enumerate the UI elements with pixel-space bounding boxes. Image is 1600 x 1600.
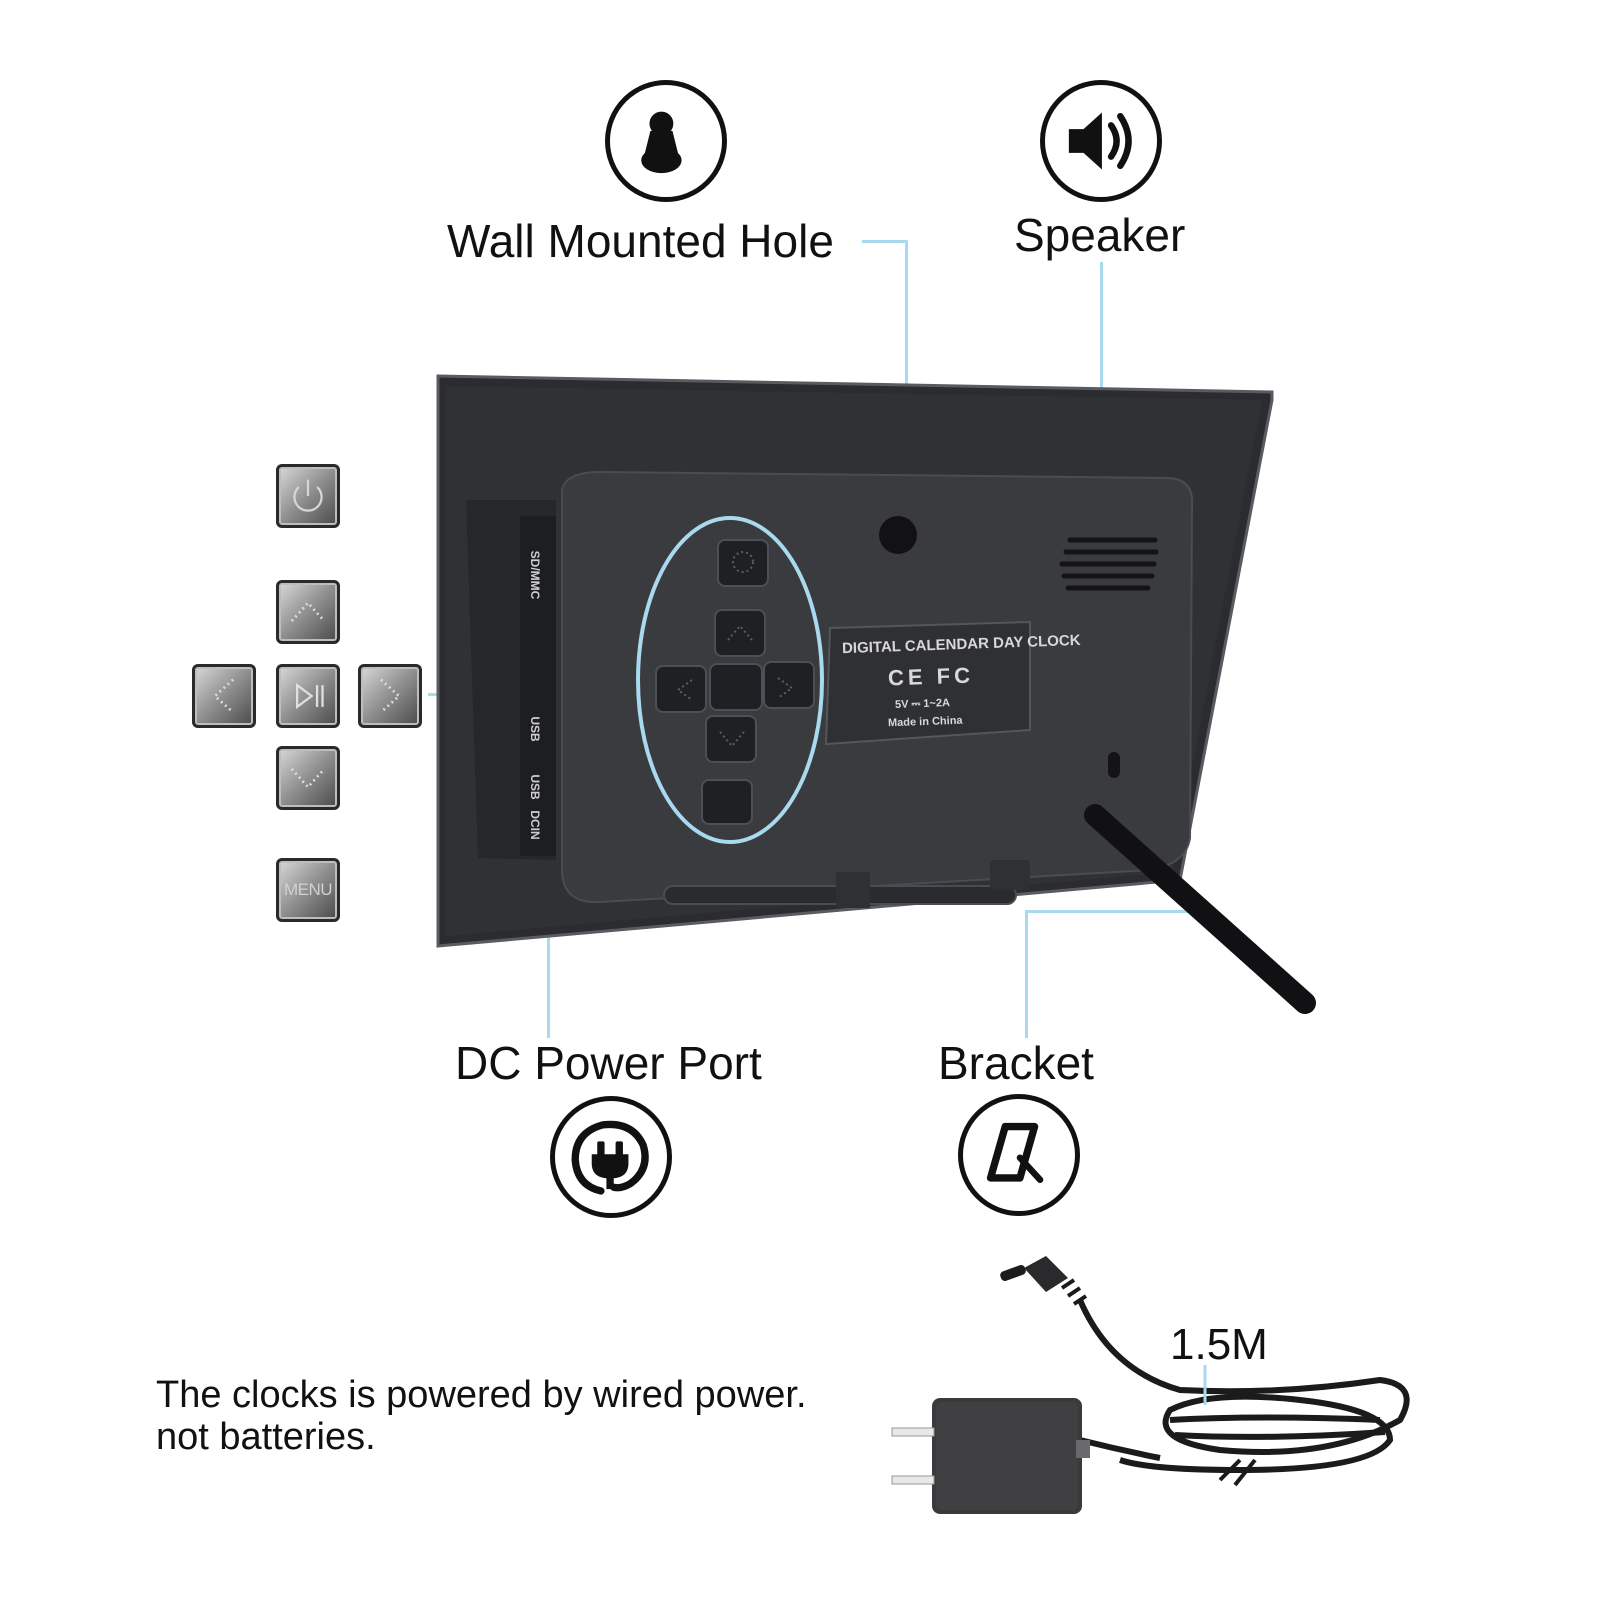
bracket-icon-circle [958, 1094, 1080, 1216]
play-pause-icon [295, 682, 324, 710]
down-button-legend [276, 746, 340, 810]
bracket-label: Bracket [938, 1037, 1094, 1089]
left-button-legend [192, 664, 256, 728]
menu-button-legend: MENU [276, 858, 340, 922]
dc-power-icon-circle [550, 1096, 672, 1218]
power-button-legend [276, 464, 340, 528]
power-icon [293, 479, 323, 512]
power-note-line1: The clocks is powered by wired power. [156, 1374, 807, 1416]
plug-icon [571, 1120, 649, 1195]
speaker-label: Speaker [1014, 209, 1186, 261]
speaker-icon-circle [1040, 80, 1162, 202]
dc-port-leader-v [547, 842, 550, 1038]
speaker-icon [1068, 112, 1132, 170]
bracket-leader-h [1025, 910, 1191, 913]
play-pause-button-legend [276, 664, 340, 728]
menu-button-label: MENU [283, 880, 333, 899]
power-note-line2: not batteries. [156, 1416, 376, 1458]
right-button-legend [358, 664, 422, 728]
wall-hole-leader-v [905, 240, 908, 522]
wall-mounted-hole-label: Wall Mounted Hole [447, 215, 834, 267]
keyhole-icon [641, 111, 682, 174]
up-button-legend [276, 580, 340, 644]
power-note: The clocks is powered by wired power. no… [156, 1374, 807, 1458]
stand-icon [986, 1122, 1044, 1183]
bracket-leader-v [1025, 910, 1028, 1038]
cable-length-label: 1.5M [1170, 1320, 1268, 1369]
wall-mount-icon-circle [605, 80, 727, 202]
wall-hole-leader-h [862, 240, 908, 243]
dc-power-port-label: DC Power Port [455, 1037, 762, 1089]
